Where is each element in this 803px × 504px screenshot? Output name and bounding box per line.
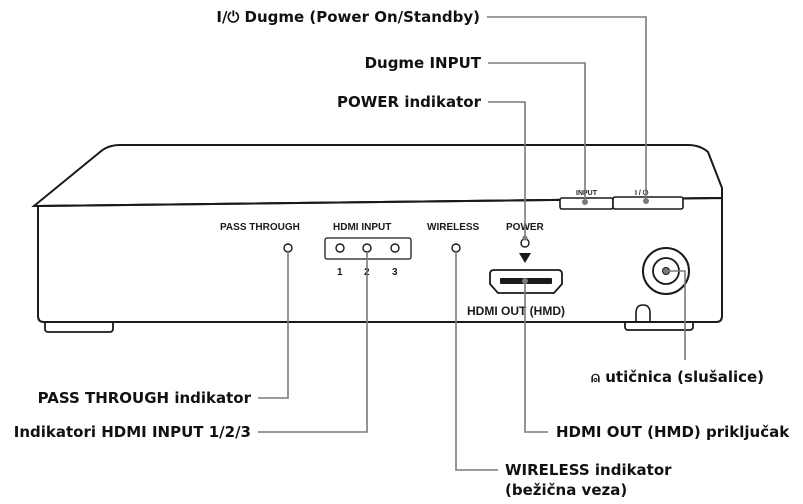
leader-input <box>488 62 586 202</box>
hdmi-out-arrow-icon <box>519 253 531 263</box>
leader-hdmi-out <box>524 281 548 433</box>
callout-wireless-indicator-line1: WIRELESS indikator <box>505 461 672 479</box>
headphone-icon <box>635 304 651 322</box>
hdmi-input-indicator-bracket <box>324 237 412 260</box>
leader-headphone <box>666 270 686 360</box>
leader-power-indicator <box>488 101 526 238</box>
callout-power-indicator: POWER indikator <box>337 93 482 111</box>
hdmi-out-label: HDMI OUT (HMD) <box>467 304 565 318</box>
callout-power-standby-button: I/⏻ Dugme (Power On/Standby) <box>216 8 480 26</box>
hdmi-input-indicator-2 <box>362 243 372 253</box>
leader-dot-power-standby <box>643 198 649 204</box>
callout-pass-through-indicator: PASS THROUGH indikator <box>38 389 252 407</box>
leader-dot-input <box>582 199 588 205</box>
callout-wireless-indicator-line2: (bežična veza) <box>505 481 627 499</box>
hdmi-input-number-1: 1 <box>337 267 343 278</box>
indicators <box>283 237 531 263</box>
leader-dot-hdmi-out <box>522 278 528 284</box>
leader-pass-through <box>258 252 289 399</box>
front-face <box>37 196 723 323</box>
wireless-indicator <box>451 243 461 253</box>
top-surface <box>31 144 723 207</box>
power-button-label: I / ⏻ <box>635 189 649 197</box>
pass-through-label: PASS THROUGH <box>220 222 300 233</box>
input-button-label: INPUT <box>576 190 598 197</box>
leader-wireless <box>455 252 498 471</box>
leader-dot-power-indicator <box>522 235 528 241</box>
leader-dot-headphone <box>663 268 669 274</box>
leader-hdmi-input <box>258 252 368 433</box>
hdmi-input-number-3: 3 <box>392 267 398 278</box>
leader-power-standby <box>487 16 647 201</box>
callout-hdmi-out-connector: HDMI OUT (HMD) priključak <box>556 423 790 441</box>
callout-input-button: Dugme INPUT <box>365 54 482 72</box>
callout-headphone-jack: ⍝ utičnica (slušalice) <box>591 368 764 386</box>
wireless-label: WIRELESS <box>427 222 480 233</box>
callout-labels: I/⏻ Dugme (Power On/Standby) Dugme INPUT… <box>14 8 790 499</box>
hdmi-input-indicator-1 <box>335 243 345 253</box>
callout-hdmi-input-indicators: Indikatori HDMI INPUT 1/2/3 <box>14 423 251 441</box>
hdmi-input-label: HDMI INPUT <box>333 222 391 233</box>
hdmi-input-indicator-3 <box>390 243 400 253</box>
leader-lines <box>258 16 686 471</box>
pass-through-indicator <box>283 243 293 253</box>
